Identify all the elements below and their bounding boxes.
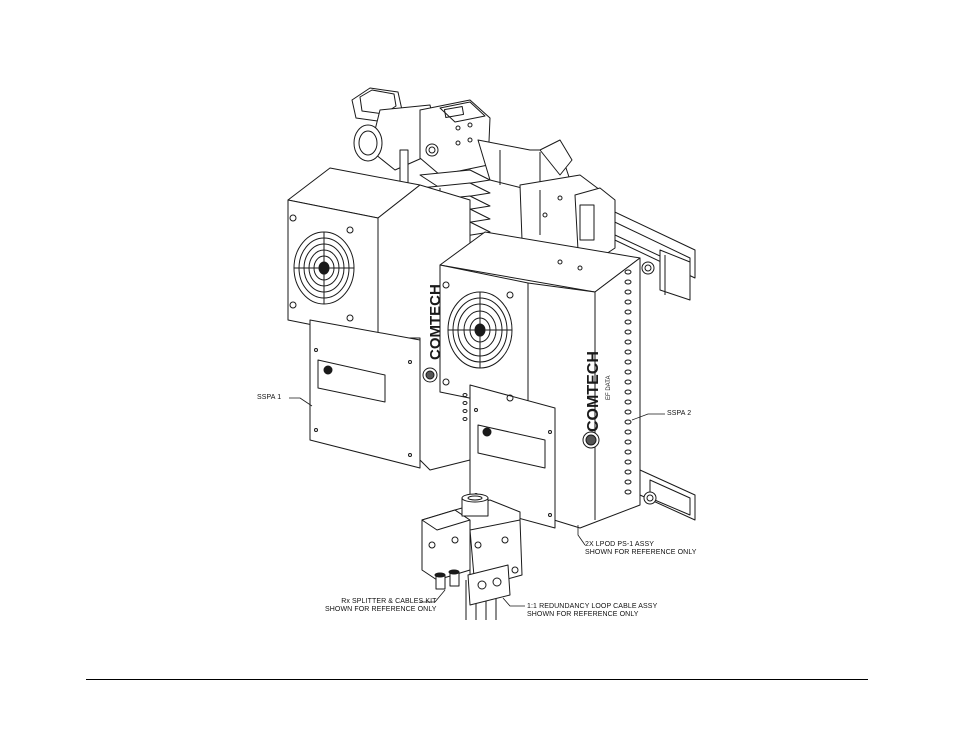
callout-rx-line2: SHOWN FOR REFERENCE ONLY xyxy=(325,606,437,613)
sspa-2-vent-slots xyxy=(462,269,632,495)
callout-sspa-2: SSPA 2 xyxy=(667,410,691,418)
sspa-2-brand-text: COMTECH xyxy=(585,351,602,432)
callout-loop-line1: 1:1 REDUNDANCY LOOP CABLE ASSY xyxy=(527,603,658,610)
callout-loop-cable: 1:1 REDUNDANCY LOOP CABLE ASSY SHOWN FOR… xyxy=(527,603,657,619)
callout-loop-line2: SHOWN FOR REFERENCE ONLY xyxy=(527,611,639,618)
callout-rx-line1: Rx SPLITTER & CABLES KIT xyxy=(341,598,437,605)
footer-rule xyxy=(86,679,868,680)
callout-sspa-1-text: SSPA 1 xyxy=(257,394,282,401)
sspa-1-unit: COMTECH EF DATA xyxy=(287,167,471,471)
sspa-1-fan xyxy=(289,214,355,322)
callout-lpod-line2: SHOWN FOR REFERENCE ONLY xyxy=(585,549,697,556)
sspa-2-unit: COMTECH EF DATA xyxy=(439,231,641,529)
callout-rx-splitter: Rx SPLITTER & CABLES KIT SHOWN FOR REFER… xyxy=(325,598,437,614)
callout-sspa-2-text: SSPA 2 xyxy=(667,410,692,417)
sspa-2-fan xyxy=(442,281,514,402)
rx-splitter-and-loop-cable xyxy=(421,493,523,606)
leader-lines xyxy=(289,397,665,607)
callout-lpod-line1: 2X LPOD PS-1 ASSY xyxy=(585,541,655,548)
callout-lpod-ps1: 2X LPOD PS-1 ASSY SHOWN FOR REFERENCE ON… xyxy=(585,541,697,557)
sspa-2-brand-sub: EF DATA xyxy=(606,376,612,400)
callout-sspa-1: SSPA 1 xyxy=(257,394,281,402)
